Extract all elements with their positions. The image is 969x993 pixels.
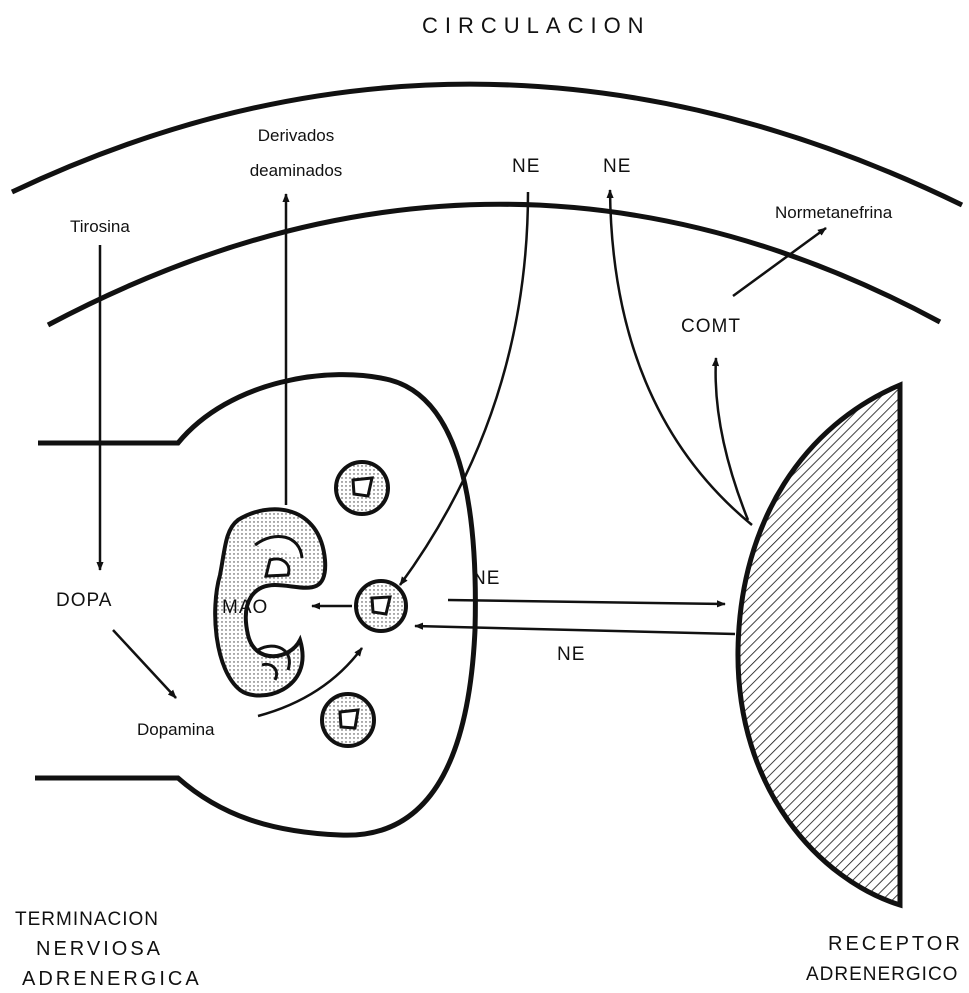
arrow-dopa-to-dopamina bbox=[113, 630, 176, 698]
label-mao: MAO bbox=[222, 597, 268, 618]
label-ne-circulation-right: NE bbox=[603, 156, 631, 177]
label-dopa: DOPA bbox=[56, 590, 112, 611]
region-terminal-line-3: ADRENERGICA bbox=[22, 968, 202, 990]
label-comt: COMT bbox=[681, 316, 741, 337]
label-ne-circulation-left: NE bbox=[512, 156, 540, 177]
label-tirosina: Tirosina bbox=[70, 217, 130, 236]
arrow-ne-release-to-receptor bbox=[448, 600, 725, 604]
label-normetanefrina: Normetanefrina bbox=[775, 203, 893, 222]
label-dopamina: Dopamina bbox=[137, 720, 215, 739]
region-terminal-line-1: TERMINACION bbox=[15, 909, 159, 930]
label-ne-reuptake: NE bbox=[557, 644, 585, 665]
label-deaminados: deaminados bbox=[250, 161, 343, 180]
region-receptor-line-2: ADRENERGICO bbox=[806, 964, 958, 985]
vessel-inner-wall bbox=[48, 204, 940, 325]
region-receptor-line-1: RECEPTOR bbox=[828, 933, 963, 955]
region-terminal-line-2: NERVIOSA bbox=[36, 938, 163, 960]
arrow-synapse-ne-to-circulation bbox=[610, 190, 752, 525]
arrow-ne-reuptake-from-receptor bbox=[415, 626, 735, 634]
label-ne-release: NE bbox=[472, 568, 500, 589]
vesicle-upper bbox=[336, 462, 388, 514]
adrenergic-receptor-shape bbox=[738, 385, 900, 905]
vesicle-central bbox=[356, 581, 406, 631]
vessel-outer-wall bbox=[12, 84, 962, 205]
arrow-circulation-ne-into-terminal bbox=[400, 192, 528, 585]
circulation-title: CIRCULACION bbox=[422, 13, 651, 38]
vesicle-lower bbox=[322, 694, 374, 746]
label-derivados: Derivados bbox=[258, 126, 335, 145]
